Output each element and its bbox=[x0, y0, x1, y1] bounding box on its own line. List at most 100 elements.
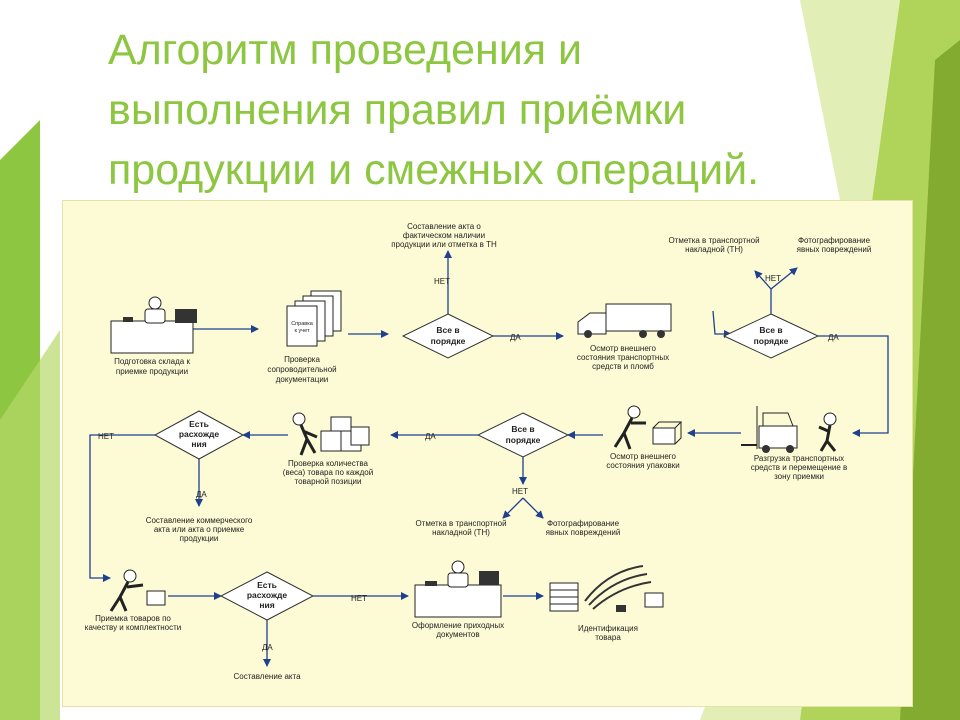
yes-no-labels: НЕТ ДА НЕТ ДА ДА НЕТ НЕТ ДА НЕТ ДА bbox=[98, 274, 839, 652]
photo-mid-line-1: Фотографирование bbox=[547, 519, 620, 528]
ident-line-1: Идентификация bbox=[578, 624, 638, 633]
label-photo-mid: Фотографирование явных повреждений bbox=[546, 519, 621, 537]
da-label-2: ДА bbox=[828, 333, 839, 342]
arrow-decision2-to-photo bbox=[770, 267, 798, 290]
doc-paper-line-1: Справка bbox=[291, 321, 314, 327]
barcode-scanner-icon bbox=[549, 565, 664, 612]
commercial-line-3: продукции bbox=[180, 534, 219, 543]
label-inspect-pack: Осмотр внешнего состояния упаковки bbox=[606, 452, 679, 470]
label-act-actual: Составление акта о фактическом наличии п… bbox=[391, 222, 497, 249]
net-label-4: НЕТ bbox=[98, 432, 114, 441]
label-unload: Разгрузка транспортных средств и перемещ… bbox=[751, 454, 848, 481]
title-line-2: выполнения правил приёмки bbox=[108, 86, 687, 134]
decision-5: Есть расхожде ния bbox=[219, 571, 315, 621]
arrow-decision3-to-mark bbox=[502, 497, 524, 519]
pack-line-1: Осмотр внешнего bbox=[610, 452, 676, 461]
decision-5-line-3: ния bbox=[259, 600, 274, 610]
label-identification: Идентификация товара bbox=[578, 624, 638, 642]
flowchart-panel: Все в порядке Все в порядке Все в порядк… bbox=[62, 200, 913, 707]
arrow-decision4-to-accept bbox=[89, 434, 155, 582]
net-label-1: НЕТ bbox=[434, 277, 450, 286]
act-actual-line-2: фактическом наличии bbox=[403, 231, 485, 240]
decision-1-line-1: Все в bbox=[436, 325, 459, 335]
prep-line-1: Подготовка склада к bbox=[114, 357, 190, 366]
vehicle-line-1: Осмотр внешнего bbox=[590, 344, 656, 353]
prep-line-2: приемке продукции bbox=[116, 367, 188, 376]
unload-line-3: зону приемки bbox=[774, 472, 824, 481]
label-commercial-act: Составление коммерческого акта или акта … bbox=[146, 516, 253, 543]
decision-3-line-2: порядке bbox=[506, 435, 541, 445]
da-label-3: ДА bbox=[425, 432, 436, 441]
decision-2: Все в порядке bbox=[722, 313, 820, 359]
mark-top-line-1: Отметка в транспортной bbox=[668, 236, 759, 245]
decision-4-line-3: ния bbox=[191, 439, 206, 449]
decision-1: Все в порядке bbox=[401, 313, 495, 359]
label-check-docs: Проверка сопроводительной документации bbox=[267, 355, 336, 384]
unload-line-2: средств и перемещение в bbox=[751, 463, 848, 472]
connectors bbox=[89, 250, 889, 667]
decision-4-line-1: Есть bbox=[189, 419, 209, 429]
act-actual-line-3: продукции или отметка в ТН bbox=[391, 240, 497, 249]
vehicle-line-2: состояния транспортных bbox=[577, 353, 669, 362]
unload-line-1: Разгрузка транспортных bbox=[754, 454, 844, 463]
vehicle-line-3: средств и пломб bbox=[592, 362, 654, 371]
decision-3: Все в порядке bbox=[476, 412, 570, 458]
mark-top-line-2: накладной (ТН) bbox=[685, 245, 743, 254]
flowchart-diagram: Все в порядке Все в порядке Все в порядк… bbox=[85, 222, 889, 681]
photo-top-line-2: явных повреждений bbox=[797, 245, 872, 254]
inspector-package-icon bbox=[613, 405, 683, 450]
accept-line-2: качеству и комплектности bbox=[85, 623, 181, 632]
da-label-5: ДА bbox=[262, 643, 273, 652]
truck-icon bbox=[577, 303, 672, 338]
label-incoming-docs: Оформление приходных документов bbox=[412, 621, 504, 639]
da-label-4: ДА bbox=[196, 490, 207, 499]
net-label-3: НЕТ bbox=[512, 487, 528, 496]
photo-top-line-1: Фотографирование bbox=[798, 236, 871, 245]
title-line-1: Алгоритм проведения и bbox=[108, 26, 583, 74]
net-label-5: НЕТ bbox=[351, 594, 367, 603]
qty-line-3: товарной позиции bbox=[295, 477, 362, 486]
docs-line-1: Проверка bbox=[284, 355, 320, 364]
commercial-line-1: Составление коммерческого bbox=[146, 516, 253, 525]
forklift-icon bbox=[741, 406, 798, 453]
quality-worker-icon bbox=[109, 569, 166, 612]
net-label-2: НЕТ bbox=[765, 274, 781, 283]
documents-stack-icon: Справка к учет bbox=[286, 290, 342, 347]
decision-2-line-2: порядке bbox=[754, 336, 789, 346]
title-line-3: продукции и смежных операций. bbox=[108, 146, 760, 194]
pack-line-2: состояния упаковки bbox=[606, 461, 679, 470]
accept-line-1: Приемка товаров по bbox=[95, 614, 171, 623]
decision-4-line-2: расхожде bbox=[179, 429, 220, 439]
incoming-line-1: Оформление приходных bbox=[412, 621, 504, 630]
label-photo-top: Фотографирование явных повреждений bbox=[797, 236, 872, 254]
incoming-line-2: документов bbox=[436, 630, 479, 639]
act-actual-line-1: Составление акта о bbox=[407, 222, 481, 231]
slide-title: Алгоритм проведения и выполнения правил … bbox=[108, 20, 868, 200]
decision-4: Есть расхожде ния bbox=[153, 410, 245, 460]
act-final-line-1: Составление акта bbox=[233, 672, 301, 681]
worker-carrying-icon bbox=[818, 412, 837, 452]
docs-line-2: сопроводительной bbox=[267, 365, 336, 374]
mark-mid-line-1: Отметка в транспортной bbox=[415, 519, 506, 528]
decision-3-line-1: Все в bbox=[511, 424, 534, 434]
boxes-worker-icon bbox=[292, 412, 370, 456]
arrow-decision2-to-mark bbox=[754, 270, 772, 290]
photo-mid-line-2: явных повреждений bbox=[546, 528, 621, 537]
label-check-qty: Проверка количества (веса) товара по каж… bbox=[283, 459, 373, 486]
doc-paper-line-2: к учет bbox=[295, 328, 310, 334]
decision-5-line-1: Есть bbox=[257, 580, 277, 590]
commercial-line-2: акта или акта о приемке bbox=[154, 525, 245, 534]
label-prep-warehouse: Подготовка склада к приемке продукции bbox=[114, 357, 190, 376]
office-desk-icon bbox=[110, 296, 197, 354]
decor-left-light bbox=[0, 330, 60, 720]
mark-mid-line-2: накладной (ТН) bbox=[432, 528, 490, 537]
office-desk-icon-2 bbox=[414, 560, 502, 618]
da-label-1: ДА bbox=[510, 333, 521, 342]
arrow-decision3-to-photo bbox=[522, 497, 544, 519]
decision-2-line-1: Все в bbox=[759, 325, 782, 335]
label-act-final: Составление акта bbox=[233, 672, 301, 681]
docs-line-3: документации bbox=[276, 375, 329, 384]
ident-line-2: товара bbox=[595, 633, 621, 642]
qty-line-1: Проверка количества bbox=[288, 459, 368, 468]
decision-1-line-2: порядке bbox=[431, 336, 466, 346]
